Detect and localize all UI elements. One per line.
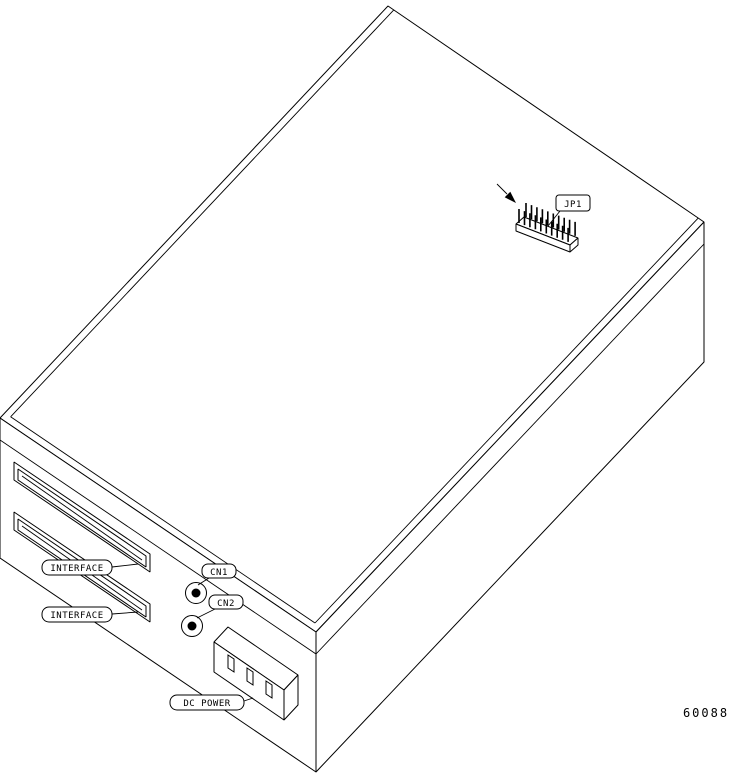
- lid-inset-left-edge: [10, 9, 395, 418]
- callout-dc-power-leader: [243, 697, 254, 702]
- callout-interface-lower-label: INTERFACE: [50, 611, 103, 621]
- callout-cn2: CN2: [196, 594, 244, 619]
- cn2-connector-pin: [187, 621, 197, 631]
- callout-cn2-label: CN2: [217, 599, 235, 609]
- callout-cn1-leader: [197, 577, 210, 586]
- jp1-jumper-block: [515, 203, 579, 253]
- callout-dc-power-box: [169, 694, 245, 711]
- interface-slot-lower-recess: [17, 518, 147, 618]
- cn1-connector-ring: [185, 582, 207, 604]
- callout-interface-upper-box: [41, 559, 113, 576]
- callout-cn2-box: [208, 594, 244, 610]
- chassis-seam-front: [0, 439, 317, 655]
- interface-slot-upper-recess: [17, 468, 147, 568]
- callout-jp1-box: [555, 194, 591, 212]
- callout-dc-power-label: DC POWER: [183, 699, 230, 709]
- cn2-connector-ring: [181, 615, 203, 637]
- callout-interface-upper-label: INTERFACE: [50, 564, 103, 574]
- enclosure: [0, 5, 705, 773]
- callout-jp1-label: JP1: [564, 200, 582, 210]
- cn2-connector: [181, 615, 203, 637]
- dc-power-pin-slot-1: [227, 654, 235, 673]
- callout-interface-lower: INTERFACE: [41, 606, 139, 623]
- cn1-connector-pin: [191, 588, 201, 598]
- dc-power-connector: [213, 626, 299, 721]
- callout-interface-lower-leader: [111, 611, 139, 615]
- callout-interface-lower-box: [41, 606, 113, 623]
- callout-jp1: JP1: [547, 194, 591, 227]
- jp1-pin1-arrow-tail: [496, 183, 508, 195]
- cn1-connector: [185, 582, 207, 604]
- jp1-pins-back-row: [525, 203, 576, 236]
- jp1-pin1-arrow: [496, 183, 516, 203]
- callout-cn1: CN1: [197, 563, 237, 586]
- dc-power-pin-slot-3: [265, 680, 273, 699]
- jp1-base-side: [569, 237, 579, 253]
- lid-inset-right-edge: [314, 217, 699, 624]
- dc-power-pin-slot-2: [246, 667, 254, 686]
- callout-cn2-leader: [196, 608, 216, 619]
- figure-number: 60088: [683, 706, 729, 720]
- callout-dc-power: DC POWER: [169, 694, 254, 711]
- interface-slot-upper: [13, 461, 151, 573]
- lid-inset-front-edge: [10, 416, 316, 624]
- callout-interface-upper: INTERFACE: [41, 559, 139, 576]
- jp1-pin1-arrow-head: [504, 191, 516, 203]
- jp1-pins-front-row: [518, 209, 569, 242]
- interface-slot-upper-card-edge: [21, 475, 143, 561]
- callout-jp1-leader: [547, 210, 561, 227]
- callout-cn1-box: [201, 563, 237, 579]
- interface-slot-upper-opening: [13, 461, 151, 573]
- callout-interface-upper-leader: [111, 563, 139, 568]
- callout-cn1-label: CN1: [210, 568, 228, 578]
- chassis-seam-right: [315, 243, 705, 655]
